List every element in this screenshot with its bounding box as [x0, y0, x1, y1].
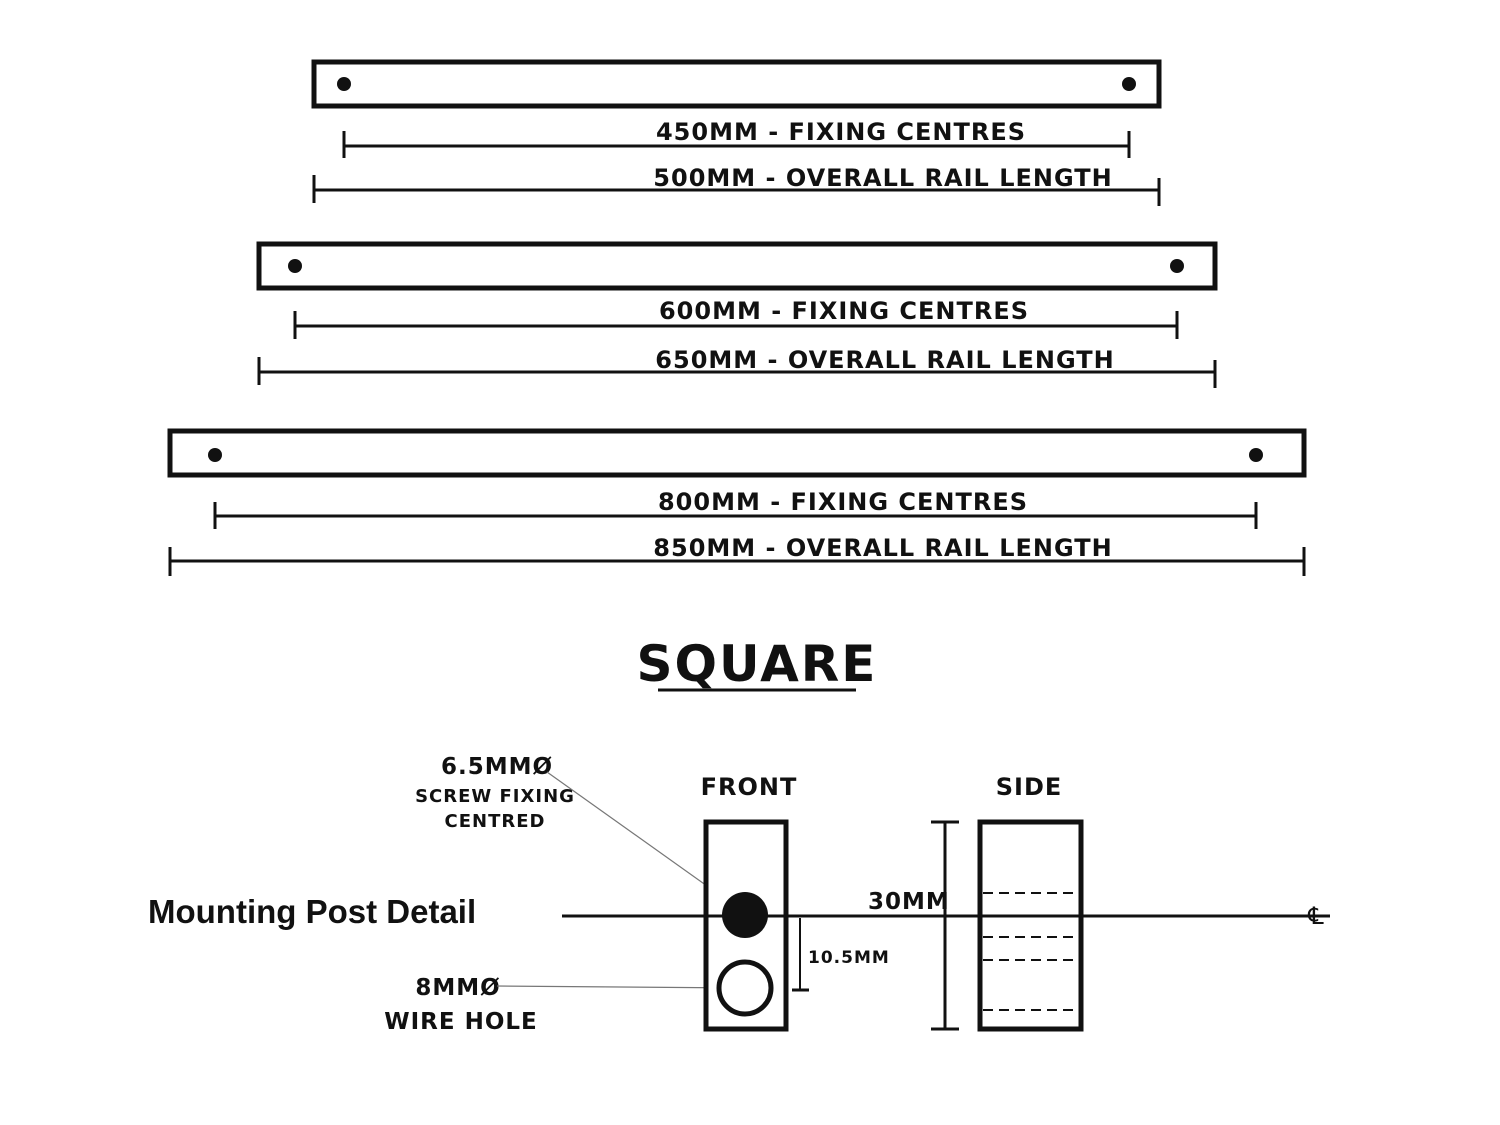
overall-length-label: 500MM - OVERALL RAIL LENGTH: [653, 164, 1112, 192]
rail-650-hole-right: [1170, 259, 1184, 273]
rail-850-hole-left: [208, 448, 222, 462]
wire-desc-label: WIRE HOLE: [384, 1009, 538, 1035]
rail-850: 800MM - FIXING CENTRES 850MM - OVERALL R…: [167, 428, 1307, 576]
screw-fixing-hole: [722, 892, 768, 938]
dimension-fixing-650: [293, 311, 1179, 339]
section-title: SQUARE: [637, 635, 878, 693]
side-view-post: [977, 819, 1084, 1032]
offset-dim-label: 10.5MM: [808, 948, 890, 968]
fixing-centres-label: 800MM - FIXING CENTRES: [658, 488, 1028, 516]
overall-length-label: 850MM - OVERALL RAIL LENGTH: [653, 534, 1112, 562]
dimension-overall-850: [168, 547, 1306, 576]
screw-size-label: 6.5MMØ: [441, 754, 553, 780]
rail-650-body: [256, 241, 1218, 291]
rail-850-hole-right: [1249, 448, 1263, 462]
dimension-overall-650: [257, 357, 1217, 388]
mounting-post-detail: Mounting Post Detail 6.5MMØ SCREW FIXING…: [148, 754, 1330, 1035]
height-dim-label: 30MM: [868, 889, 950, 915]
rail-500: 450MM - FIXING CENTRES 500MM - OVERALL R…: [311, 59, 1162, 206]
front-view-label: FRONT: [701, 773, 798, 801]
wire-size-label: 8MMØ: [415, 975, 500, 1001]
wire-hole: [716, 959, 774, 1017]
rail-850-body: [167, 428, 1307, 478]
side-view-label: SIDE: [996, 773, 1063, 801]
fixing-centres-label: 600MM - FIXING CENTRES: [659, 297, 1029, 325]
rail-650-hole-left: [288, 259, 302, 273]
dimension-fixing-850: [213, 502, 1258, 529]
overall-length-label: 650MM - OVERALL RAIL LENGTH: [655, 346, 1114, 374]
offset-dimension: [792, 918, 809, 992]
centreline-symbol: ℄: [1307, 902, 1324, 930]
rail-500-body: [311, 59, 1162, 109]
dimension-fixing-500: [342, 131, 1131, 158]
height-dimension: [931, 820, 959, 1031]
rail-500-hole-right: [1122, 77, 1136, 91]
screw-desc-label-2: CENTRED: [445, 811, 546, 832]
dimension-overall-500: [312, 175, 1161, 206]
rail-650: 600MM - FIXING CENTRES 650MM - OVERALL R…: [256, 241, 1218, 388]
rail-500-hole-left: [337, 77, 351, 91]
detail-title: Mounting Post Detail: [148, 893, 476, 930]
screw-desc-label: SCREW FIXING: [415, 786, 575, 807]
fixing-centres-label: 450MM - FIXING CENTRES: [656, 118, 1026, 146]
